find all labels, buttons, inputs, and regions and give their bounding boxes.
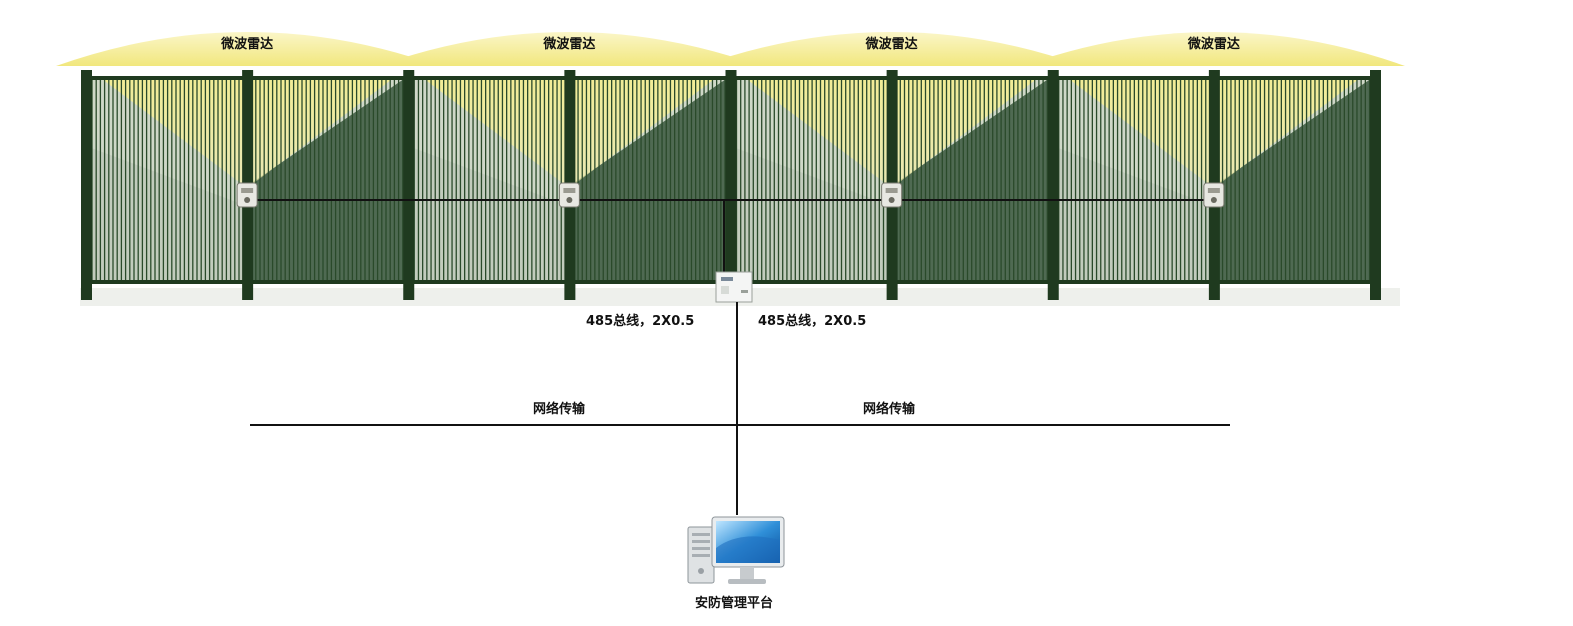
desktop-computer-icon (687, 516, 785, 584)
fence-section (81, 70, 409, 300)
bus-label-left: 485总线，2X0.5 (586, 313, 694, 329)
radar-label: 微波雷达 (220, 36, 273, 52)
fence-section (725, 70, 1053, 300)
fence-section (403, 70, 731, 300)
fence-post (725, 70, 737, 300)
radar-cap: 微波雷达 (700, 32, 1083, 66)
bus-label-right: 485总线，2X0.5 (758, 313, 866, 329)
fence-section (1047, 70, 1375, 300)
radar-cap: 微波雷达 (56, 32, 439, 66)
radar-sensor-icon (881, 182, 903, 208)
radar-label: 微波雷达 (865, 36, 918, 52)
platform-label: 安防管理平台 (695, 595, 773, 611)
network-label-left: 网络传输 (533, 401, 586, 417)
radar-cap: 微波雷达 (378, 32, 761, 66)
fence-sections (81, 70, 1381, 300)
fence-post (1047, 70, 1059, 300)
radar-sensor-icon (1203, 182, 1225, 208)
controller-box-icon (715, 271, 753, 303)
radar-cap: 微波雷达 (1022, 32, 1405, 66)
network-label-right: 网络传输 (863, 401, 916, 417)
bus-cable (257, 199, 1204, 272)
radar-sensor-icon (558, 182, 580, 208)
radar-sensors (236, 182, 1225, 208)
fence-post (403, 70, 415, 300)
fence-post (1370, 70, 1381, 300)
radar-label: 微波雷达 (542, 36, 595, 52)
fence-post (81, 70, 92, 300)
radar-sensor-icon (236, 182, 258, 208)
radar-caps: 微波雷达 微波雷达 微波雷达 微波雷达 (56, 32, 1405, 66)
radar-label: 微波雷达 (1187, 36, 1240, 52)
